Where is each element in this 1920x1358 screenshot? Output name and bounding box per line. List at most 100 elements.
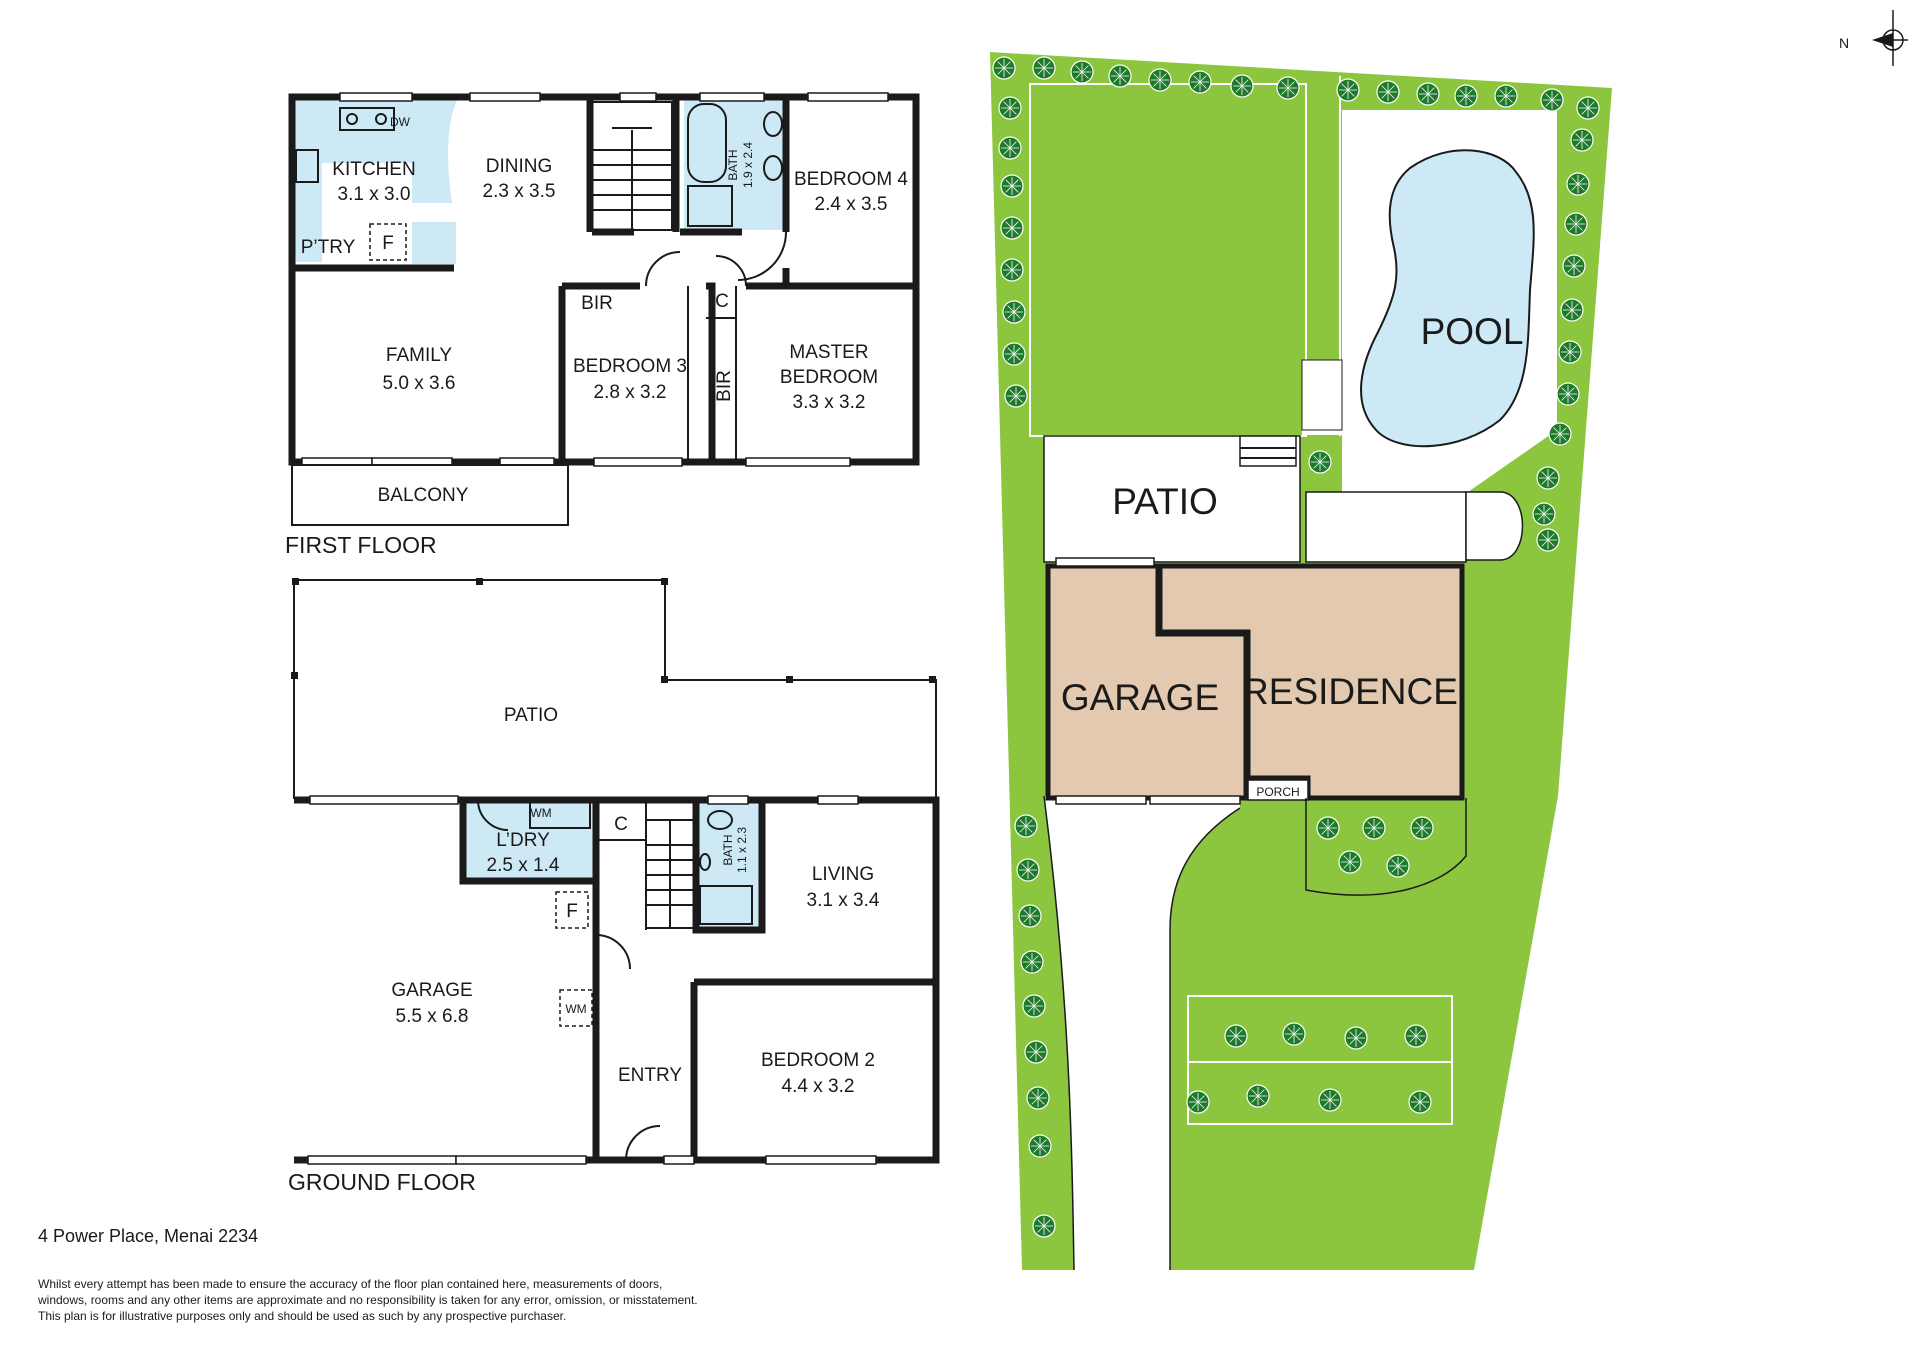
kitchen-name: KITCHEN: [332, 159, 415, 180]
tree-icon-detail: [1561, 387, 1575, 401]
garage-ff-name: GARAGE: [391, 980, 472, 1001]
site-porch-label: PORCH: [1256, 785, 1299, 799]
tree-icon-detail: [1313, 455, 1327, 469]
tree-icon-detail: [1413, 1095, 1427, 1109]
patio-post-6: [786, 676, 793, 683]
living-name: LIVING: [812, 864, 874, 885]
first-floor-title: FIRST FLOOR: [285, 532, 437, 558]
veggie-bed-2: [1187, 1061, 1453, 1125]
tree-icon-detail: [1191, 1095, 1205, 1109]
door-bedroom4: [737, 231, 787, 281]
master-name-line1: MASTER: [789, 342, 868, 363]
tree-icon-detail: [1029, 1045, 1043, 1059]
site-residence: [1157, 563, 1465, 801]
pool-water: [1360, 149, 1535, 448]
window-bedroom4: [807, 92, 889, 102]
stairs-gf: [645, 819, 695, 929]
tree-icon-detail: [1409, 1029, 1423, 1043]
kitchen-size: 3.1 x 3.0: [338, 184, 411, 205]
patio-post-2: [476, 578, 483, 585]
family-size: 5.0 x 3.6: [383, 373, 456, 394]
bathtub: [687, 103, 727, 183]
tree-icon-detail: [1037, 61, 1051, 75]
window-garage-bottom-2: [455, 1155, 587, 1165]
dining-name: DINING: [486, 156, 553, 177]
bedroom2-name: BEDROOM 2: [761, 1050, 875, 1071]
door-garage-entry: [595, 934, 631, 970]
window-kitchen: [339, 92, 413, 102]
bath-ff-name: BATH: [726, 149, 740, 180]
tree-icon-detail: [1005, 221, 1019, 235]
patio-post-4: [291, 672, 298, 679]
balcony-outline: [291, 464, 569, 526]
tree-icon-detail: [1565, 303, 1579, 317]
tree-icon-detail: [1349, 1031, 1363, 1045]
compass-icon: [1872, 10, 1908, 66]
tree-icon-detail: [1037, 1219, 1051, 1233]
window-bath-ff: [699, 92, 765, 102]
site-patio-label: PATIO: [1112, 481, 1218, 522]
dishwasher-label: DW: [390, 115, 411, 129]
tree-icon-detail: [1569, 217, 1583, 231]
bedroom4-name: BEDROOM 4: [794, 169, 908, 190]
first-floor-plan: [288, 92, 920, 526]
tree-icon-detail: [1287, 1027, 1301, 1041]
sink-bowl-right: [375, 113, 387, 125]
garage-ff-size: 5.5 x 6.8: [396, 1006, 469, 1027]
tree-icon-detail: [1323, 1093, 1337, 1107]
garage-wm-label: WM: [565, 1002, 586, 1016]
site-porch: [1247, 779, 1309, 801]
cupboard-ff-label: C: [715, 291, 729, 312]
basin-ff: [763, 155, 783, 181]
master-bir-label: BIR: [714, 370, 735, 402]
window-dining: [469, 92, 541, 102]
bedroom3-name: BEDROOM 3: [573, 356, 687, 377]
tree-icon-detail: [1025, 955, 1039, 969]
master-name-line2: BEDROOM: [780, 367, 878, 388]
tree-icon-detail: [1537, 507, 1551, 521]
tree-icon-detail: [1421, 87, 1435, 101]
window-bath-gf: [707, 795, 749, 805]
ground-floor-title: GROUND FLOOR: [288, 1169, 476, 1195]
tree-icon-detail: [1575, 133, 1589, 147]
tree-icon-detail: [1541, 471, 1555, 485]
tree-icon-detail: [1581, 101, 1595, 115]
tree-icon-detail: [1229, 1029, 1243, 1043]
door-laundry: [477, 799, 509, 831]
site-patio: [1043, 435, 1301, 563]
driveway-edge: [1043, 795, 1241, 1271]
tree-icon-detail: [1251, 1089, 1265, 1103]
cupboard-gf-label: C: [614, 814, 628, 835]
door-front: [625, 1125, 661, 1161]
tree-icon-detail: [1007, 305, 1021, 319]
toilet-ff: [763, 111, 783, 137]
tree-icon-detail: [1553, 427, 1567, 441]
balcony-name: BALCONY: [378, 485, 469, 506]
tree-icon-detail: [1153, 73, 1167, 87]
bedroom3-size: 2.8 x 3.2: [594, 382, 667, 403]
disclaimer-line: Whilst every attempt has been made to en…: [38, 1277, 663, 1291]
door-master: [715, 255, 747, 287]
window-bedroom2: [765, 1155, 877, 1165]
tree-icon-detail: [1321, 821, 1335, 835]
stairs-ff: [591, 101, 673, 231]
tree-icon-detail: [1235, 79, 1249, 93]
patio-post-5: [661, 676, 668, 683]
site-garage-window-top: [1055, 557, 1155, 567]
tree-icon-detail: [1563, 345, 1577, 359]
kitchen-wet-area: [292, 99, 458, 262]
fridge-ff-label: F: [382, 233, 394, 254]
tree-icon-detail: [1009, 389, 1023, 403]
disclaimer-line: This plan is for illustrative purposes o…: [38, 1309, 567, 1323]
window-living-top: [817, 795, 859, 805]
first-floor-interior-walls: [292, 97, 916, 462]
tree-icon-detail: [1341, 83, 1355, 97]
laundry-size: 2.5 x 1.4: [487, 855, 560, 876]
property-address: 4 Power Place, Menai 2234: [38, 1226, 259, 1246]
tree-icon-detail: [1021, 863, 1035, 877]
tree-icon-detail: [1567, 259, 1581, 273]
garden-bed-border: [1305, 798, 1467, 896]
site-garage-door-1: [1055, 795, 1147, 805]
tree-icon-detail: [1075, 65, 1089, 79]
pool-label: POOL: [1421, 311, 1524, 352]
